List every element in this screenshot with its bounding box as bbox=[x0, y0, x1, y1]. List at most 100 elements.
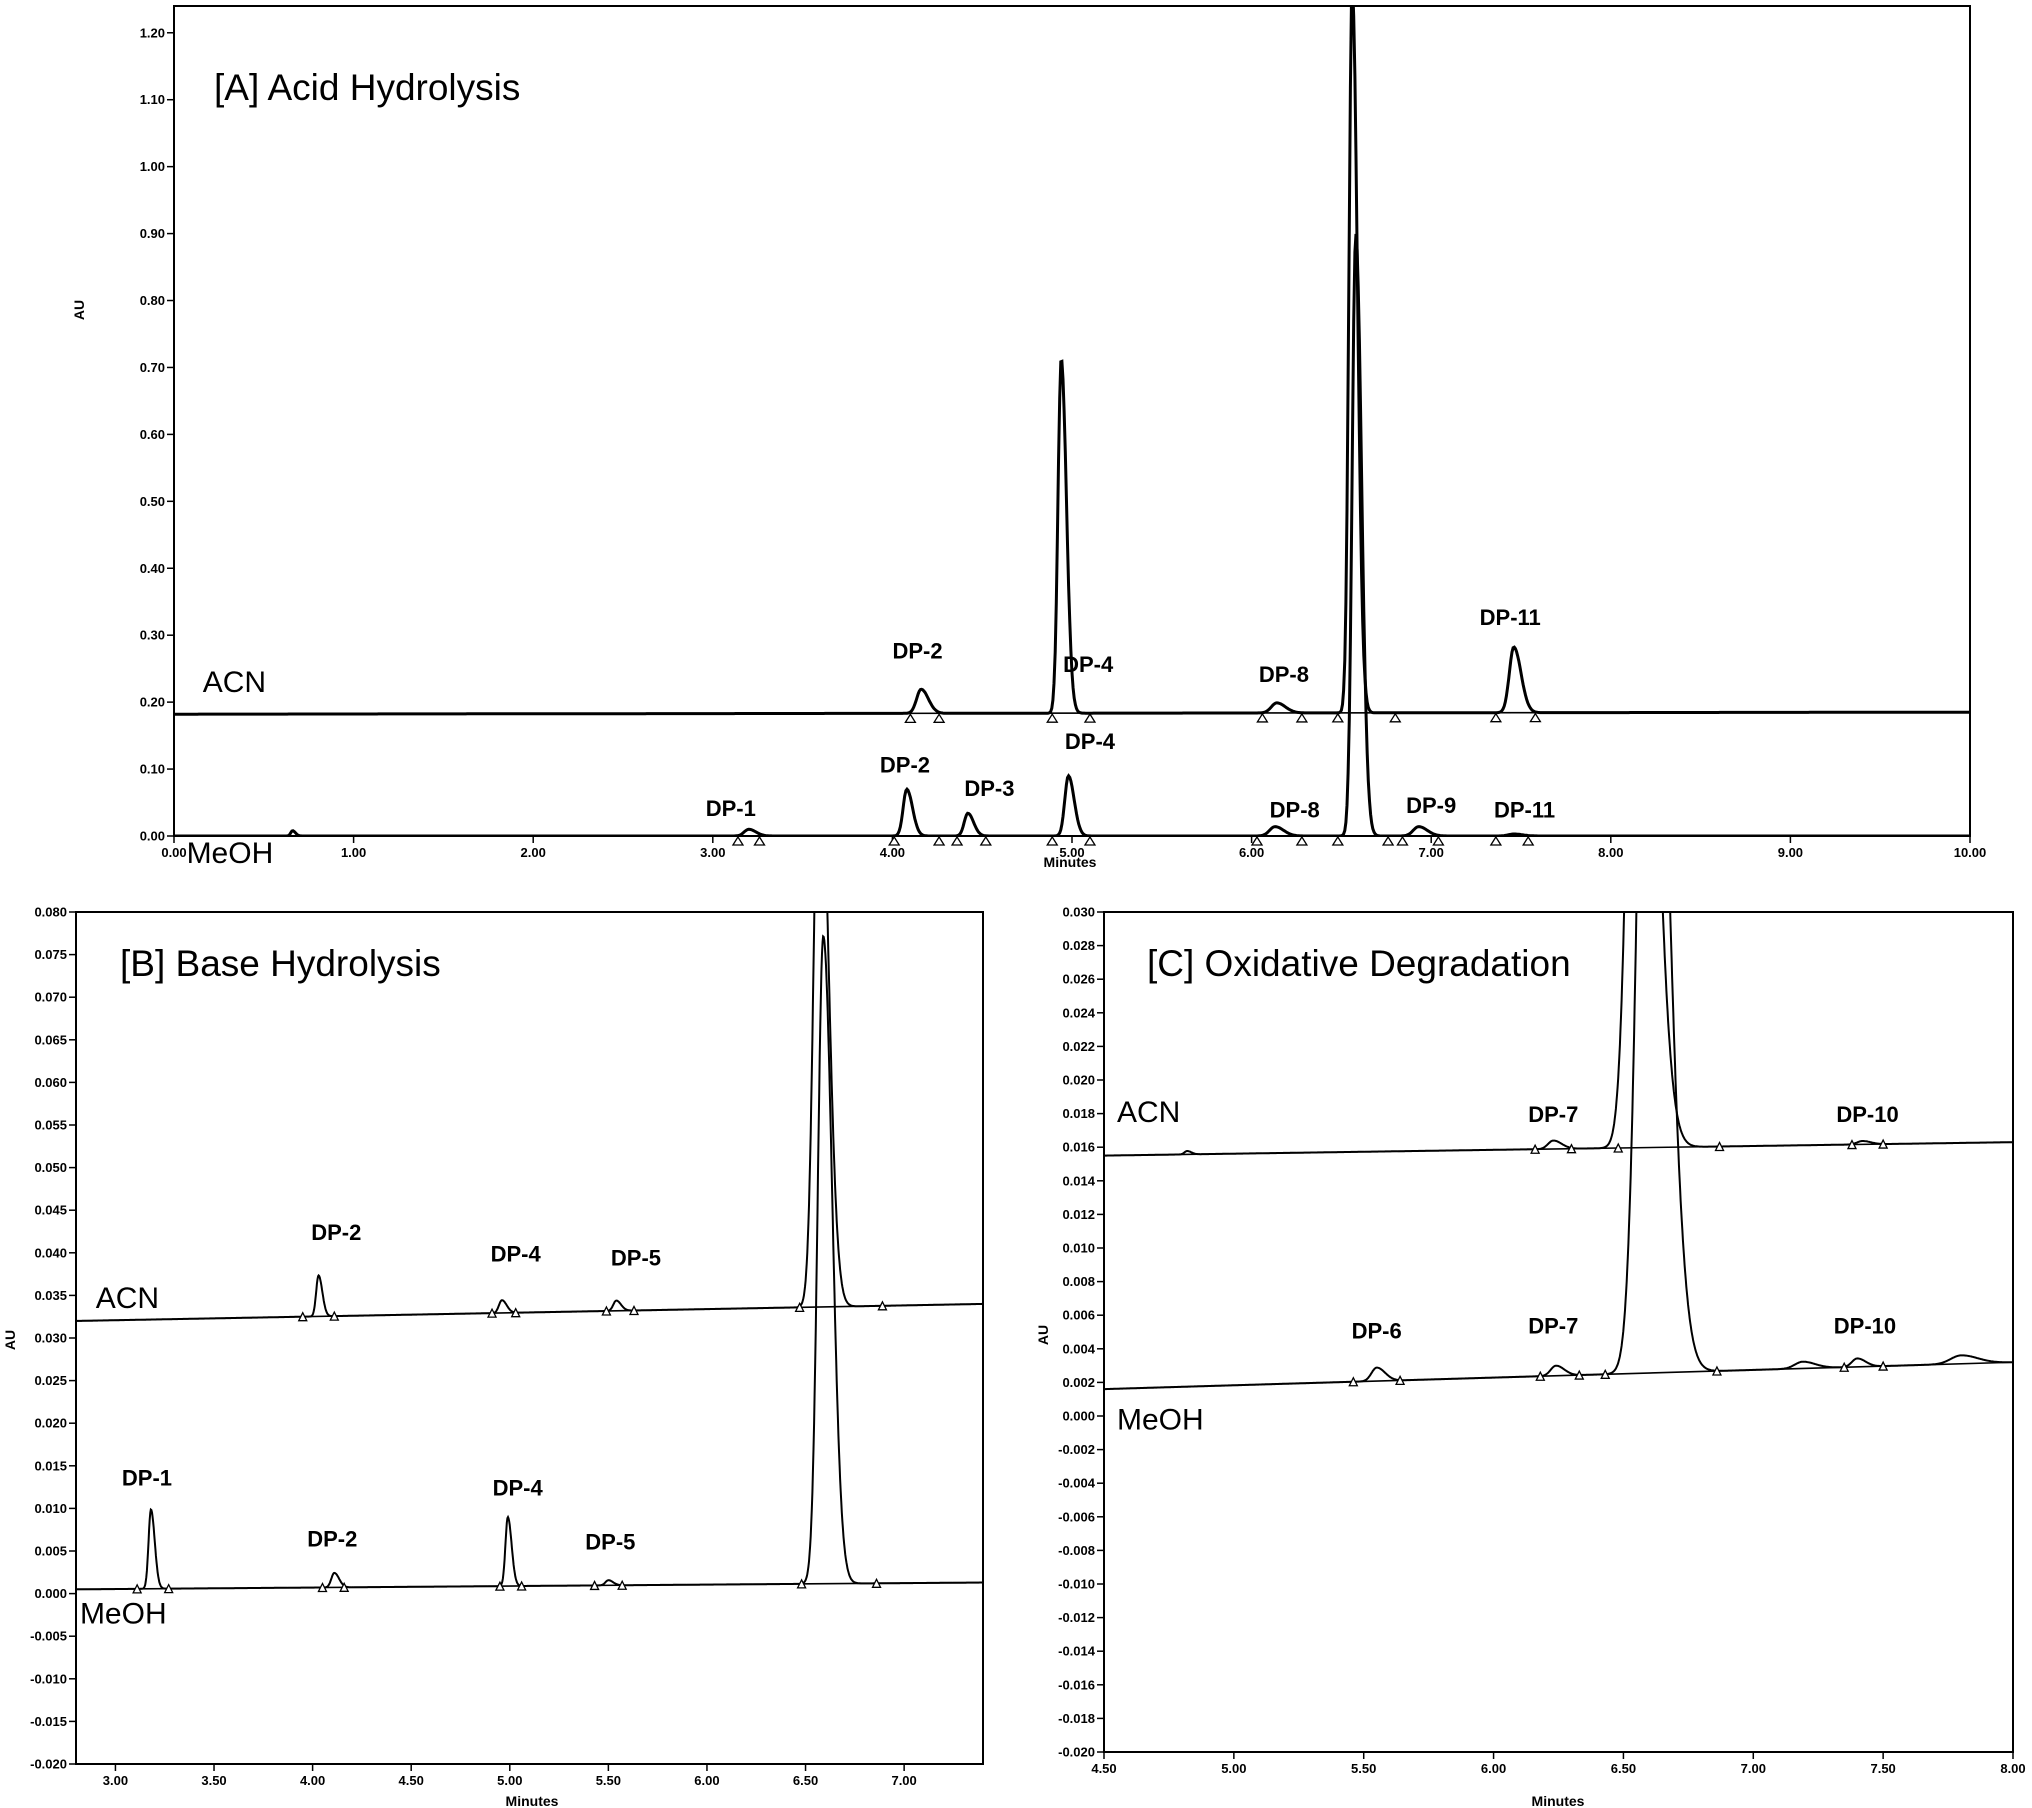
y-tick-label: 1.10 bbox=[140, 92, 165, 107]
y-tick-label: -0.020 bbox=[1058, 1745, 1095, 1760]
peak-label: DP-8 bbox=[1259, 662, 1309, 687]
y-tick-label: 0.040 bbox=[34, 1245, 67, 1260]
x-tick-label: 6.00 bbox=[1481, 1761, 1506, 1776]
integration-marker bbox=[1878, 1360, 1889, 1371]
peak-label: DP-6 bbox=[1352, 1319, 1402, 1344]
x-axis-title-b: Minutes bbox=[506, 1793, 559, 1808]
y-tick-label: 0.026 bbox=[1062, 972, 1095, 987]
x-tick-label: 8.00 bbox=[2000, 1761, 2025, 1776]
y-tick-label: 0.010 bbox=[1062, 1241, 1095, 1256]
integration-marker bbox=[932, 835, 946, 846]
integration-marker bbox=[132, 1583, 143, 1594]
y-tick-label: -0.010 bbox=[1058, 1577, 1095, 1592]
y-tick-label: 0.015 bbox=[34, 1458, 67, 1473]
integration-marker bbox=[932, 713, 946, 723]
y-tick-label: 0.006 bbox=[1062, 1308, 1095, 1323]
integration-marker bbox=[796, 1578, 807, 1589]
integration-marker bbox=[163, 1583, 174, 1594]
y-tick-label: 0.004 bbox=[1062, 1341, 1095, 1356]
x-tick-label: 3.00 bbox=[103, 1773, 128, 1788]
plot-area bbox=[174, 6, 1970, 836]
integration-marker bbox=[1389, 712, 1402, 723]
y-tick-label: 0.065 bbox=[34, 1032, 67, 1047]
y-tick-label: 0.024 bbox=[1062, 1005, 1095, 1020]
x-tick-label: 5.50 bbox=[596, 1773, 621, 1788]
trace-label-meoh: MeOH bbox=[80, 1597, 167, 1630]
peak-label: DP-10 bbox=[1836, 1102, 1898, 1127]
x-tick-label: 5.00 bbox=[497, 1773, 522, 1788]
plot-area bbox=[1104, 912, 2013, 1391]
x-tick-label: 4.00 bbox=[300, 1773, 325, 1788]
integration-marker bbox=[1256, 712, 1269, 723]
y-tick-label: 0.008 bbox=[1062, 1274, 1095, 1289]
y-axis-title-a: AU bbox=[71, 300, 87, 320]
x-tick-label: 2.00 bbox=[521, 845, 546, 860]
y-tick-label: -0.006 bbox=[1058, 1509, 1095, 1524]
integration-marker bbox=[1530, 1143, 1541, 1154]
y-tick-label: 0.025 bbox=[34, 1373, 67, 1388]
y-tick-label: -0.012 bbox=[1058, 1610, 1095, 1625]
integration-marker bbox=[1714, 1141, 1725, 1152]
x-tick-label: 7.50 bbox=[1870, 1761, 1895, 1776]
peak-label: DP-11 bbox=[1494, 797, 1555, 822]
y-tick-label: 0.002 bbox=[1062, 1375, 1095, 1390]
integration-marker bbox=[1250, 835, 1264, 846]
integration-marker bbox=[516, 1580, 527, 1591]
integration-marker bbox=[589, 1579, 600, 1591]
integration-marker bbox=[1295, 835, 1309, 846]
integration-marker bbox=[628, 1305, 640, 1316]
y-tick-label: 1.20 bbox=[140, 25, 165, 40]
peak-label: DP-4 bbox=[493, 1476, 544, 1501]
y-tick-label: 0.70 bbox=[140, 360, 165, 375]
x-axis-title-a: Minutes bbox=[1044, 854, 1097, 870]
peak-label: DP-8 bbox=[1270, 797, 1320, 822]
integration-marker bbox=[753, 835, 766, 846]
y-tick-label: 0.020 bbox=[1062, 1073, 1095, 1088]
x-tick-label: 5.00 bbox=[1059, 845, 1084, 860]
integration-marker bbox=[794, 1301, 805, 1313]
x-tick-label: 7.00 bbox=[1741, 1761, 1766, 1776]
peak-label: DP-2 bbox=[880, 752, 930, 777]
integration-marker bbox=[339, 1581, 350, 1592]
integration-marker bbox=[1846, 1139, 1858, 1150]
peak-label: DP-1 bbox=[122, 1465, 172, 1490]
y-tick-label: 0.020 bbox=[34, 1416, 67, 1431]
integration-marker bbox=[1535, 1370, 1546, 1381]
trace-label-acn: ACN bbox=[203, 666, 266, 699]
trace-meoh bbox=[1104, 912, 2013, 1391]
y-tick-label: 0.080 bbox=[34, 905, 67, 920]
trace-label-acn: ACN bbox=[1117, 1096, 1180, 1129]
y-tick-label: 0.50 bbox=[140, 494, 165, 509]
integration-marker bbox=[494, 1580, 505, 1591]
integration-marker bbox=[877, 1300, 888, 1311]
peak-label: DP-2 bbox=[311, 1220, 361, 1245]
y-axis-title-b: AU bbox=[2, 1330, 18, 1350]
integration-marker bbox=[1395, 1374, 1406, 1386]
integration-marker bbox=[979, 835, 992, 846]
panel-title-a: [A] Acid Hydrolysis bbox=[214, 67, 520, 108]
y-tick-label: 0.022 bbox=[1062, 1039, 1095, 1054]
y-tick-label: 0.30 bbox=[140, 628, 165, 643]
peak-label: DP-4 bbox=[491, 1241, 542, 1266]
y-tick-label: 0.10 bbox=[140, 762, 165, 777]
integration-marker bbox=[1566, 1143, 1577, 1154]
integration-marker bbox=[1600, 1368, 1611, 1379]
panel-oxidative-degradation: [C] Oxidative Degradation Minutes AU 4.5… bbox=[1035, 905, 2026, 1808]
y-tick-label: -0.018 bbox=[1058, 1711, 1095, 1726]
trace-label-meoh: MeOH bbox=[1117, 1403, 1204, 1436]
y-tick-label: 0.030 bbox=[34, 1331, 67, 1346]
y-tick-label: 0.00 bbox=[140, 829, 165, 844]
x-tick-label: 3.50 bbox=[201, 1773, 226, 1788]
integration-marker bbox=[329, 1310, 340, 1321]
x-tick-label: 4.00 bbox=[880, 845, 905, 860]
y-tick-label: -0.010 bbox=[30, 1671, 67, 1686]
x-axis-title-c: Minutes bbox=[1532, 1793, 1585, 1808]
y-tick-label: 0.80 bbox=[140, 293, 165, 308]
integration-marker bbox=[1046, 835, 1059, 846]
panel-title-b: [B] Base Hydrolysis bbox=[120, 943, 441, 984]
x-tick-label: 4.50 bbox=[399, 1773, 424, 1788]
y-tick-label: 1.00 bbox=[140, 159, 165, 174]
integration-marker bbox=[1711, 1365, 1722, 1376]
y-tick-label: 0.035 bbox=[34, 1288, 67, 1303]
integration-marker bbox=[904, 713, 917, 724]
